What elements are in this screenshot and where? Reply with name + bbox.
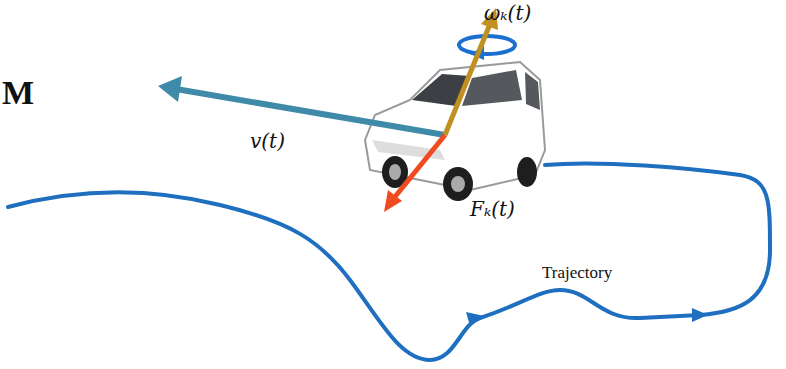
velocity-arrowhead: [158, 76, 182, 102]
car-picture: [365, 62, 545, 201]
force-label: Fₖ(t): [470, 198, 515, 220]
force-arrowhead: [384, 190, 402, 212]
rotation-loop: [459, 36, 515, 54]
direction-arrowhead: [466, 312, 484, 326]
angular-velocity-label: ωₖ(t): [484, 2, 531, 24]
velocity-label: v(t): [250, 130, 285, 152]
direction-arrowhead: [692, 308, 708, 322]
angular-velocity-arrow: [445, 24, 490, 135]
heading-letter: M: [2, 74, 34, 111]
force-arrow: [394, 135, 445, 198]
velocity-arrow: [176, 89, 445, 135]
trajectory-curve: [8, 163, 770, 360]
trajectory-label: Trajectory: [542, 264, 612, 283]
